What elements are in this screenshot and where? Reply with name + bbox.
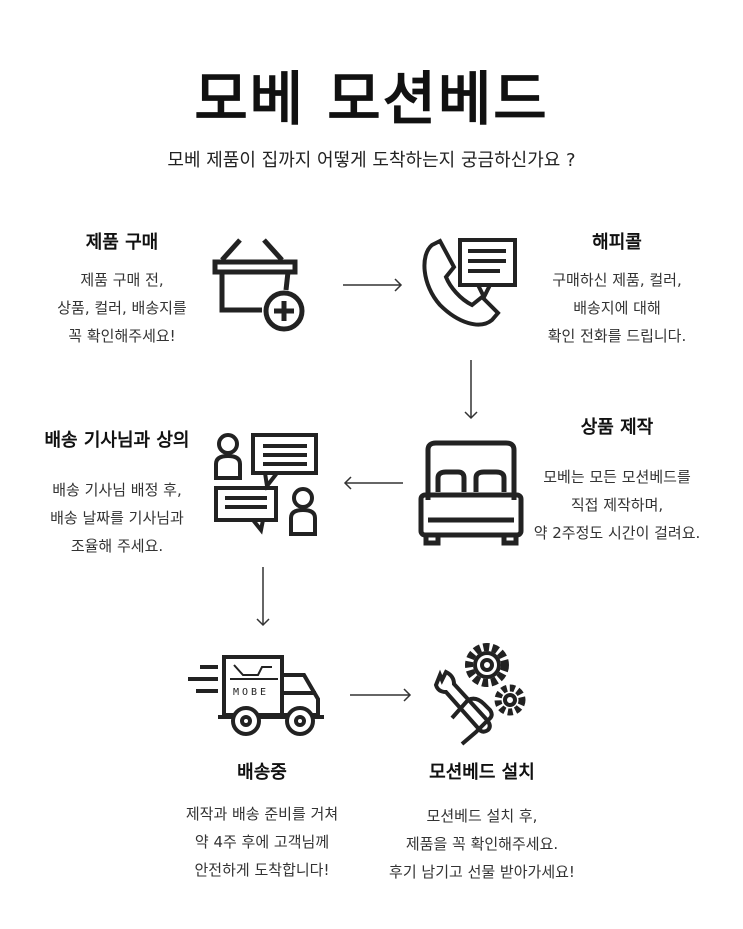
step-line: 배송 날짜를 기사님과	[50, 509, 184, 527]
step-line: 배송 기사님 배정 후,	[52, 481, 182, 499]
step-line: 직접 제작하며,	[570, 496, 664, 514]
step-line: 모베는 모든 모션베드를	[543, 468, 691, 486]
step-line: 구매하신 제품, 컬러,	[552, 271, 682, 289]
step-heading: 모션베드 설치	[429, 762, 535, 783]
arrow-right-icon	[350, 688, 412, 702]
step-line: 모션베드 설치 후,	[426, 807, 538, 825]
step-production: 상품 제작 모베는 모든 모션베드를 직접 제작하며, 약 2주정도 시간이 걸…	[497, 413, 737, 547]
step-heading: 배송 기사님과 상의	[44, 430, 190, 451]
step-installation: 모션베드 설치 모션베드 설치 후, 제품을 꼭 확인해주세요. 후기 남기고 …	[362, 758, 602, 886]
gears-wrench-icon	[433, 643, 526, 746]
step-line: 조율해 주세요.	[70, 537, 164, 555]
chat-people-icon	[214, 433, 318, 536]
step-happy-call: 해피콜 구매하신 제품, 컬러, 배송지에 대해 확인 전화를 드립니다.	[497, 228, 737, 350]
step-heading: 해피콜	[592, 232, 642, 253]
step-shipping: 배송중 제작과 배송 준비를 거쳐 약 4주 후에 고객님께 안전하게 도착합니…	[142, 758, 382, 884]
step-line: 제품 구매 전,	[80, 271, 164, 289]
step-heading: 제품 구매	[85, 232, 159, 253]
step-line: 안전하게 도착합니다!	[194, 861, 330, 879]
step-product-purchase: 제품 구매 제품 구매 전, 상품, 컬러, 배송지를 꼭 확인해주세요!	[2, 228, 242, 350]
step-line: 꼭 확인해주세요!	[68, 327, 176, 345]
step-line: 제품을 꼭 확인해주세요.	[405, 835, 559, 853]
step-heading: 상품 제작	[580, 417, 654, 438]
step-line: 확인 전화를 드립니다.	[547, 327, 687, 345]
truck-brand-label: MOBE	[233, 687, 269, 698]
shopping-basket-plus-icon	[212, 238, 305, 332]
step-driver-consultation: 배송 기사님과 상의 배송 기사님 배정 후, 배송 날짜를 기사님과 조율해 …	[0, 426, 237, 560]
step-line: 제작과 배송 준비를 거쳐	[185, 805, 339, 823]
arrow-right-icon	[343, 278, 403, 292]
delivery-truck-icon: MOBE	[188, 655, 324, 736]
page-subtitle: 모베 제품이 집까지 어떻게 도착하는지 궁금하신가요 ?	[167, 150, 576, 171]
step-line: 상품, 컬러, 배송지를	[57, 299, 187, 317]
step-line: 배송지에 대해	[573, 299, 661, 317]
step-line: 후기 남기고 선물 받아가세요!	[389, 863, 575, 881]
page-title: 모베 모션베드	[194, 65, 549, 133]
arrow-down-icon	[256, 567, 270, 627]
arrow-down-icon	[464, 360, 478, 420]
step-line: 약 2주정도 시간이 걸려요.	[533, 524, 701, 542]
arrow-left-icon	[343, 476, 403, 490]
phone-message-icon	[422, 238, 517, 327]
step-heading: 배송중	[237, 762, 287, 783]
step-line: 약 4주 후에 고객님께	[194, 833, 330, 851]
bed-icon	[418, 440, 524, 546]
